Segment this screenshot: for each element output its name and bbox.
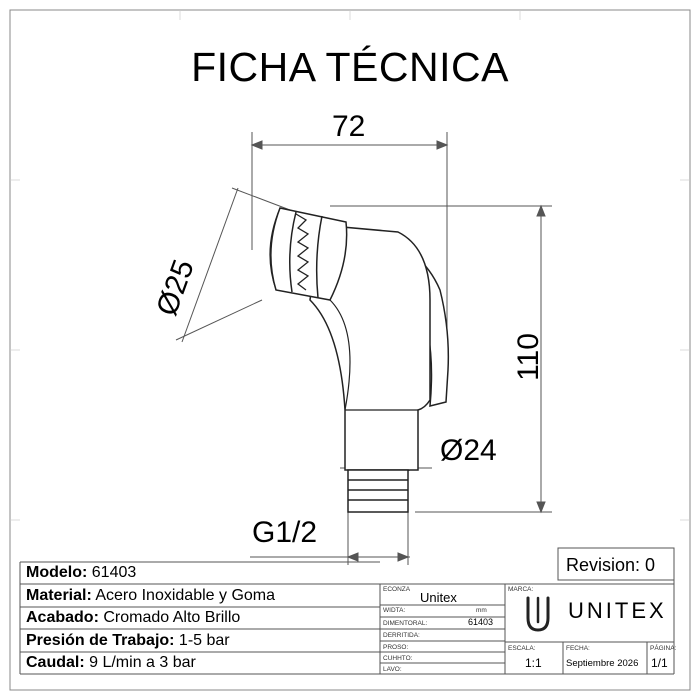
pagina-label: PÁGINA: — [650, 645, 677, 652]
fecha-value: Septiembre 2026 — [566, 658, 639, 669]
dimension-thread-label: G1/2 — [252, 516, 318, 549]
widta-label: WIDTA: — [383, 607, 406, 614]
dim-110-lines — [330, 204, 552, 514]
spec-value: Acero Inoxidable y Goma — [91, 587, 276, 604]
unitex-logo-icon — [526, 596, 550, 632]
dimentoral-value: 61403 — [468, 617, 494, 627]
spec-label: Presión de Trabajo: — [26, 632, 175, 649]
pagina-value: 1/1 — [651, 656, 668, 670]
spec-row-pressure: Presión de Trabajo: 1-5 bar — [26, 632, 230, 650]
spec-value: 1-5 bar — [174, 632, 230, 649]
lavo-label: LAVO: — [383, 666, 402, 673]
spec-row-material: Material: Acero Inoxidable y Goma — [26, 587, 275, 605]
dim-72-lines — [250, 132, 449, 360]
page-title: FICHA TÉCNICA — [191, 44, 509, 90]
spec-label: Acabado: — [26, 609, 99, 626]
fecha-label: FECHA: — [566, 645, 590, 652]
dimentoral-label: DIMENTORAL: — [383, 620, 428, 627]
dimension-height-label: 110 — [512, 333, 545, 381]
spec-value: 9 L/min a 3 bar — [84, 654, 196, 671]
escala-label: ESCALA: — [508, 645, 536, 652]
title-block-grid — [19, 547, 675, 675]
spec-label: Modelo: — [26, 564, 88, 581]
dimension-base-diameter-label: Ø24 — [440, 434, 497, 467]
brand-name: UNITEX — [568, 598, 667, 623]
spec-value: Cromado Alto Brillo — [98, 609, 241, 626]
econoza-value: Unitex — [420, 590, 457, 605]
spec-value: 61403 — [87, 564, 137, 581]
sprayer-drawing — [269, 207, 450, 513]
revision-label: Revision: 0 — [566, 555, 656, 575]
marca-label: MARCA: — [508, 586, 534, 593]
dimension-width-label: 72 — [332, 110, 366, 143]
grip-teeth — [295, 213, 310, 291]
spec-row-finish: Acabado: Cromado Alto Brillo — [26, 609, 240, 627]
dim-g12-lines — [250, 510, 410, 565]
spec-label: Caudal: — [26, 654, 85, 671]
cuhhto-label: CUHHTO: — [383, 655, 413, 662]
proso-label: PROSO: — [383, 644, 409, 651]
spec-label: Material: — [26, 587, 92, 604]
derritida-label: DERRITIDA: — [383, 632, 420, 639]
escala-value: 1:1 — [525, 656, 542, 670]
econoza-label: ECONZA — [383, 586, 411, 593]
spec-row-model: Modelo: 61403 — [26, 564, 136, 582]
dim-o25-lines — [175, 187, 291, 343]
spec-row-flow: Caudal: 9 L/min a 3 bar — [26, 654, 196, 672]
margin-ticks — [10, 10, 690, 521]
widta-unit: mm — [476, 607, 487, 614]
